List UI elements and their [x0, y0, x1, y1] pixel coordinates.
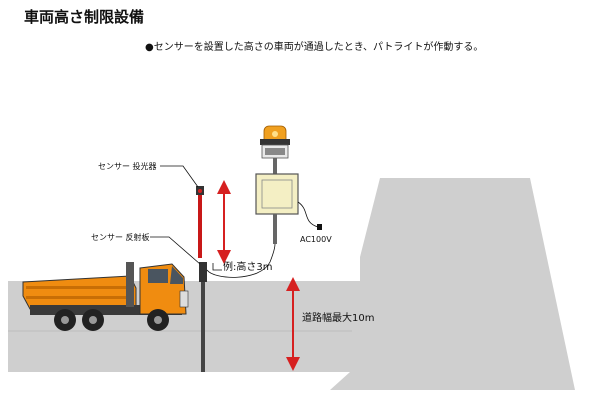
- sensor-emitter-pole: [196, 186, 204, 258]
- road-width-label: 道路幅最大10m: [302, 311, 374, 324]
- page-title: 車両高さ制限設備: [24, 8, 145, 26]
- sensor-reflector-pole: [199, 262, 207, 372]
- example-height-bracket: [212, 263, 222, 271]
- example-height-label: 例:高さ3m: [223, 260, 272, 273]
- sensor-emitter-label: センサー 投光器: [98, 161, 157, 171]
- reflector-leader-line: [150, 236, 201, 265]
- sensor-reflector-label: センサー 反射板: [91, 232, 150, 242]
- description: ●センサーを設置した高さの車両が通過したとき、パトライトが作動する。: [145, 42, 484, 53]
- power-label: AC100V: [300, 235, 332, 244]
- emitter-leader-line: [160, 165, 199, 188]
- signal-cable: [206, 243, 276, 278]
- dump-truck: [22, 262, 189, 331]
- patlite-unit: [255, 125, 322, 244]
